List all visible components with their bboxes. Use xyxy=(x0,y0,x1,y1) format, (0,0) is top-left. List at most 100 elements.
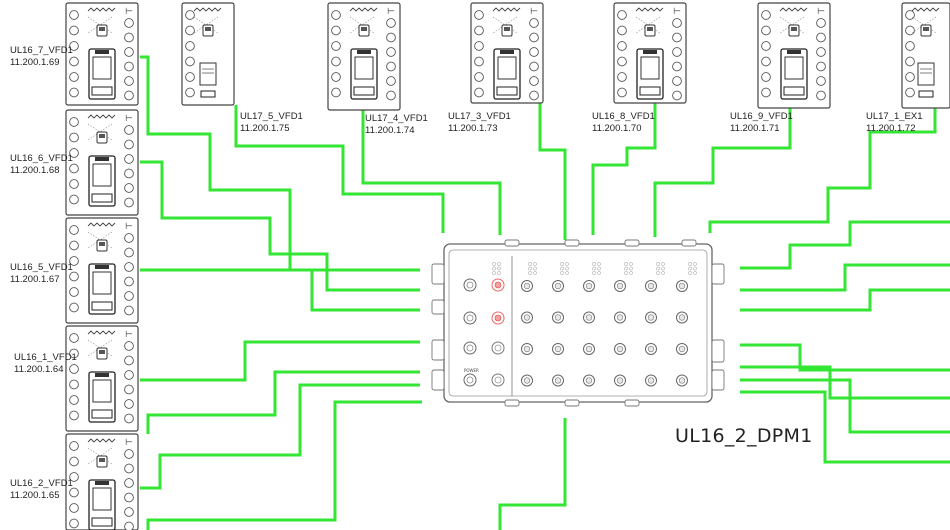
port-circle xyxy=(124,32,134,43)
dpm-power-label: POWER xyxy=(464,368,479,373)
port-circle xyxy=(617,41,627,51)
terminal-glyph: ⊢ xyxy=(125,330,133,340)
device-label-ul16-1[interactable]: UL16_1_VFD1 11.200.1.64 xyxy=(14,352,77,375)
vfd-module-ul16-9[interactable]: ⊢ xyxy=(757,2,831,109)
port-circle xyxy=(474,72,484,82)
port-circle xyxy=(69,456,79,467)
port-circle xyxy=(124,370,134,380)
vfd-module-ul16-1[interactable]: ⊢ xyxy=(65,325,139,432)
dpm-power-port xyxy=(463,341,477,355)
device-label-ul17-1[interactable]: UL17_1_EX1 11.200.1.72 xyxy=(866,111,923,134)
port-circle xyxy=(124,399,134,409)
port-circle xyxy=(529,18,539,28)
port-circle xyxy=(69,56,79,67)
port-circle xyxy=(529,32,539,43)
port-circle xyxy=(69,132,79,143)
port-circle xyxy=(69,194,79,205)
port-circle xyxy=(331,41,341,51)
port-circle xyxy=(672,76,682,86)
network-wire xyxy=(361,110,502,235)
port-circle xyxy=(124,139,134,150)
vfd-module-ul17-5[interactable] xyxy=(181,2,235,106)
port-circle xyxy=(69,25,79,36)
dpm-title: UL16_2_DPM1 xyxy=(675,425,813,447)
port-circle xyxy=(69,379,79,390)
port-circle xyxy=(529,76,539,86)
device-label-ul16-5[interactable]: UL16_5_VFD1 11.200.1.67 xyxy=(10,262,73,285)
port-circle xyxy=(69,287,79,297)
network-wire xyxy=(740,378,950,434)
device-ip: 11.200.1.71 xyxy=(730,122,780,134)
terminal-glyph: ⊢ xyxy=(673,7,681,17)
port-circle xyxy=(69,117,79,127)
port-circle xyxy=(124,90,134,101)
device-ip: 11.200.1.64 xyxy=(14,363,64,375)
vfd-module-ul17-3[interactable]: ⊢ xyxy=(470,2,544,104)
port-circle xyxy=(905,25,915,36)
port-circle xyxy=(185,41,195,51)
vfd-module-ul17-1[interactable] xyxy=(901,2,950,109)
network-wire xyxy=(140,268,420,312)
port-circle xyxy=(474,87,484,98)
port-circle xyxy=(124,233,134,243)
device-label-ul17-4[interactable]: UL17_4_VFD1 11.200.1.74 xyxy=(365,113,428,136)
network-wire xyxy=(140,340,420,382)
port-circle xyxy=(529,47,539,57)
port-circle xyxy=(69,72,79,82)
port-circle xyxy=(69,256,79,266)
port-circle xyxy=(761,10,771,20)
port-circle xyxy=(124,291,134,301)
port-circle xyxy=(124,413,134,424)
vfd-module-ul17-4[interactable]: ⊢ xyxy=(327,2,401,111)
port-circle xyxy=(386,18,396,28)
vfd-module-ul16-6[interactable]: ⊢ xyxy=(65,109,139,216)
vfd-module-ul16-7[interactable]: ⊢ xyxy=(65,2,139,106)
dpm-module[interactable]: POWER xyxy=(431,239,725,407)
vfd-module-ul16-2[interactable]: ⊢ xyxy=(65,433,139,530)
port-circle xyxy=(69,10,79,20)
device-label-ul17-3[interactable]: UL17_3_VFD1 11.200.1.73 xyxy=(448,111,511,134)
port-circle xyxy=(474,56,484,67)
terminal-glyph: ⊢ xyxy=(125,438,133,448)
device-name: UL16_5_VFD1 xyxy=(10,262,73,273)
dpm-power-port xyxy=(463,278,477,292)
port-circle xyxy=(761,25,771,36)
port-circle xyxy=(124,507,134,517)
port-circle xyxy=(386,47,396,57)
port-circle xyxy=(331,72,341,82)
device-ip: 11.200.1.68 xyxy=(10,164,60,176)
dpm-power-port xyxy=(463,311,477,325)
port-circle xyxy=(816,61,826,72)
port-circle xyxy=(69,163,79,174)
vfd-module-ul16-8[interactable]: ⊢ xyxy=(613,2,687,104)
device-name: UL16_8_VFD1 xyxy=(592,111,655,122)
device-label-ul16-2[interactable]: UL16_2_VFD1 11.200.1.65 xyxy=(10,478,73,501)
port-circle xyxy=(69,348,79,359)
port-circle xyxy=(69,333,79,343)
terminal-glyph: ⊢ xyxy=(125,222,133,232)
port-circle xyxy=(617,72,627,82)
port-circle xyxy=(474,10,484,20)
port-circle xyxy=(185,56,195,67)
network-wire xyxy=(740,263,950,292)
port-circle xyxy=(69,518,79,529)
device-label-ul16-7[interactable]: UL16_7_VFD1 11.200.1.69 xyxy=(10,45,73,68)
device-label-ul16-9[interactable]: UL16_9_VFD1 11.200.1.71 xyxy=(730,111,793,134)
device-label-ul16-6[interactable]: UL16_6_VFD1 11.200.1.68 xyxy=(10,153,73,176)
port-circle xyxy=(69,148,79,158)
vfd-module-ul16-5[interactable]: ⊢ xyxy=(65,217,139,324)
port-circle xyxy=(124,154,134,164)
port-circle xyxy=(816,47,826,57)
port-circle xyxy=(672,18,682,28)
device-label-ul17-5[interactable]: UL17_5_VFD1 11.200.1.75 xyxy=(240,111,303,134)
port-circle xyxy=(124,125,134,135)
device-label-ul16-8[interactable]: UL16_8_VFD1 11.200.1.70 xyxy=(592,111,655,134)
network-wire xyxy=(140,160,420,292)
port-circle xyxy=(331,87,341,98)
port-circle xyxy=(124,384,134,395)
port-circle xyxy=(905,41,915,51)
port-circle xyxy=(69,225,79,235)
port-circle xyxy=(124,168,134,179)
port-circle xyxy=(474,25,484,36)
port-circle xyxy=(124,478,134,488)
